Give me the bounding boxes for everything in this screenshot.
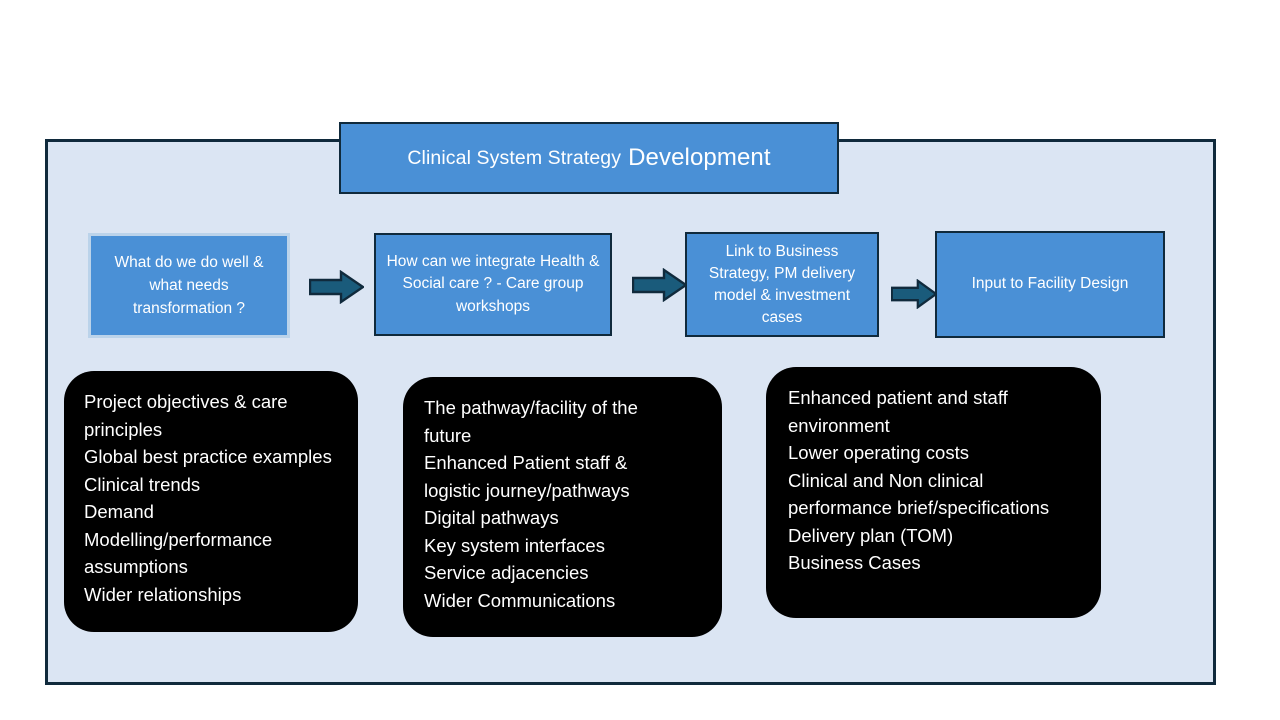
process-step-3[interactable]: Link to Business Strategy, PM delivery m… (685, 232, 879, 337)
process-step-4-label: Input to Facility Design (971, 275, 1129, 293)
process-step-4[interactable]: Input to Facility Design (935, 231, 1165, 338)
right-arrow-icon (632, 268, 687, 302)
page-title-secondary: Development (628, 144, 771, 171)
outcome-card-2-text: The pathway/facility of the future Enhan… (424, 397, 638, 611)
outcome-card-1-text: Project objectives & care principles Glo… (84, 391, 332, 605)
right-arrow-icon (309, 270, 364, 304)
process-step-2[interactable]: How can we integrate Health & Social car… (374, 233, 612, 336)
outcome-card-3-text: Enhanced patient and staff environment L… (788, 387, 1050, 573)
right-arrow-icon (891, 279, 937, 309)
outcome-card-1[interactable]: Project objectives & care principles Glo… (64, 371, 358, 632)
page-title-primary: Clinical System Strategy (407, 146, 622, 169)
outcome-card-2[interactable]: The pathway/facility of the future Enhan… (403, 377, 722, 637)
process-step-1-label: What do we do well & what needs transfor… (114, 254, 264, 317)
process-step-2-label: How can we integrate Health & Social car… (386, 252, 600, 315)
process-step-1[interactable]: What do we do well & what needs transfor… (88, 233, 290, 338)
outcome-card-3[interactable]: Enhanced patient and staff environment L… (766, 367, 1101, 618)
process-step-3-label: Link to Business Strategy, PM delivery m… (708, 242, 856, 326)
diagram-title-box[interactable]: Clinical System Strategy Development (339, 122, 839, 194)
